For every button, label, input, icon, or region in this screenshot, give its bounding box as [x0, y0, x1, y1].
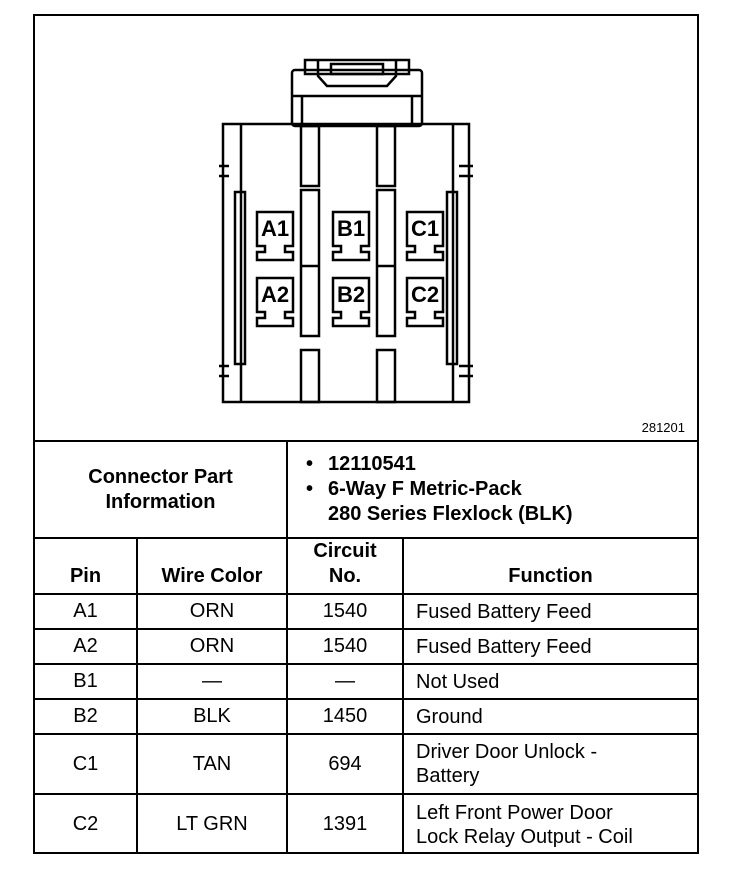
cavity-c1-outline	[405, 210, 445, 262]
cavity-outlines	[255, 210, 445, 328]
circuit-cell: —	[286, 663, 404, 700]
function-line: Lock Relay Output - Coil	[416, 825, 633, 848]
function-line: Fused Battery Feed	[416, 600, 592, 623]
part-description-line1: 6-Way F Metric-Pack	[328, 478, 522, 500]
connector-face-svg: A1 A2 B1 B2 C1 C2	[219, 58, 473, 404]
header-circuit-no: Circuit No.	[286, 537, 404, 595]
pin-cell: A1	[35, 593, 138, 630]
table-row: C2 LT GRN 1391 Left Front Power Door Loc…	[35, 793, 697, 854]
function-line: Fused Battery Feed	[416, 635, 592, 658]
cavity-label-c2: C2	[411, 282, 439, 307]
function-line: Ground	[416, 705, 483, 728]
cavity-a2-outline	[255, 276, 295, 328]
cavity-label-a1: A1	[261, 216, 289, 241]
circuit-cell: 1450	[286, 698, 404, 735]
cavity-label-b2: B2	[337, 282, 365, 307]
part-description-line2: 280 Series Flexlock (BLK)	[328, 503, 573, 525]
pin-cell: A2	[35, 628, 138, 665]
header-wire-color: Wire Color	[136, 537, 288, 595]
header-pin: Pin	[35, 537, 138, 595]
cavity-label-c1: C1	[411, 216, 439, 241]
wire-color-cell: TAN	[136, 733, 288, 795]
table-row: A1 ORN 1540 Fused Battery Feed	[35, 593, 697, 630]
table-row: A2 ORN 1540 Fused Battery Feed	[35, 628, 697, 665]
wire-color-cell: ORN	[136, 628, 288, 665]
part-info-details: • 12110541 • 6-Way F Metric-Pack 280 Serie…	[286, 440, 697, 539]
pin-cell: C1	[35, 733, 138, 795]
circuit-cell: 694	[286, 733, 404, 795]
cavity-label-b1: B1	[337, 216, 365, 241]
function-cell: Not Used	[402, 663, 697, 700]
wire-color-cell: —	[136, 663, 288, 700]
cavity-b2-outline	[331, 276, 371, 328]
header-circuit-line2: No.	[328, 565, 362, 587]
wire-color-cell: LT GRN	[136, 793, 288, 854]
part-info-label-line2: Information	[105, 490, 216, 513]
column-header-row: Pin Wire Color Circuit No. Function	[35, 537, 697, 595]
header-circuit-line1: Circuit	[313, 540, 377, 562]
connector-sheet: A1 A2 B1 B2 C1 C2 281201 Connector Part …	[33, 14, 699, 854]
function-cell: Left Front Power Door Lock Relay Output …	[402, 793, 697, 854]
cavity-labels: A1 A2 B1 B2 C1 C2	[261, 216, 439, 307]
part-info-label-line1: Connector Part	[88, 465, 233, 488]
part-info-row: Connector Part Information • 12110541 • 6-…	[35, 440, 697, 539]
cavity-label-a2: A2	[261, 282, 289, 307]
function-line: Battery	[416, 765, 480, 787]
circuit-cell: 1540	[286, 593, 404, 630]
connector-pinout-table: Connector Part Information • 12110541 • 6-…	[35, 440, 697, 854]
pin-cell: C2	[35, 793, 138, 854]
connector-housing	[219, 58, 473, 404]
table-row: C1 TAN 694 Driver Door Unlock - Battery	[35, 733, 697, 795]
part-number: • 12110541	[306, 452, 691, 477]
connector-face-drawing: A1 A2 B1 B2 C1 C2 281201	[35, 16, 697, 440]
pin-cell: B1	[35, 663, 138, 700]
pin-cell: B2	[35, 698, 138, 735]
table-row: B1 — — Not Used	[35, 663, 697, 700]
function-cell: Driver Door Unlock - Battery	[402, 733, 697, 795]
wire-color-cell: BLK	[136, 698, 288, 735]
part-description: • 6-Way F Metric-Pack	[306, 477, 691, 502]
function-cell: Ground	[402, 698, 697, 735]
cavity-c2-outline	[405, 276, 445, 328]
function-line: Driver Door Unlock -	[416, 741, 598, 763]
circuit-cell: 1540	[286, 628, 404, 665]
cavity-a1-outline	[255, 210, 295, 262]
part-info-label: Connector Part Information	[35, 440, 288, 539]
function-line: Left Front Power Door	[416, 801, 613, 824]
circuit-cell: 1391	[286, 793, 404, 854]
part-number-text: 12110541	[328, 453, 416, 475]
wire-color-cell: ORN	[136, 593, 288, 630]
figure-number: 281201	[641, 420, 685, 435]
bullet-icon: •	[306, 453, 314, 475]
header-function: Function	[402, 537, 697, 595]
bullet-icon: •	[306, 478, 314, 500]
function-cell: Fused Battery Feed	[402, 593, 697, 630]
cavity-b1-outline	[331, 210, 371, 262]
function-line: Not Used	[416, 670, 500, 693]
table-row: B2 BLK 1450 Ground	[35, 698, 697, 735]
function-cell: Fused Battery Feed	[402, 628, 697, 665]
